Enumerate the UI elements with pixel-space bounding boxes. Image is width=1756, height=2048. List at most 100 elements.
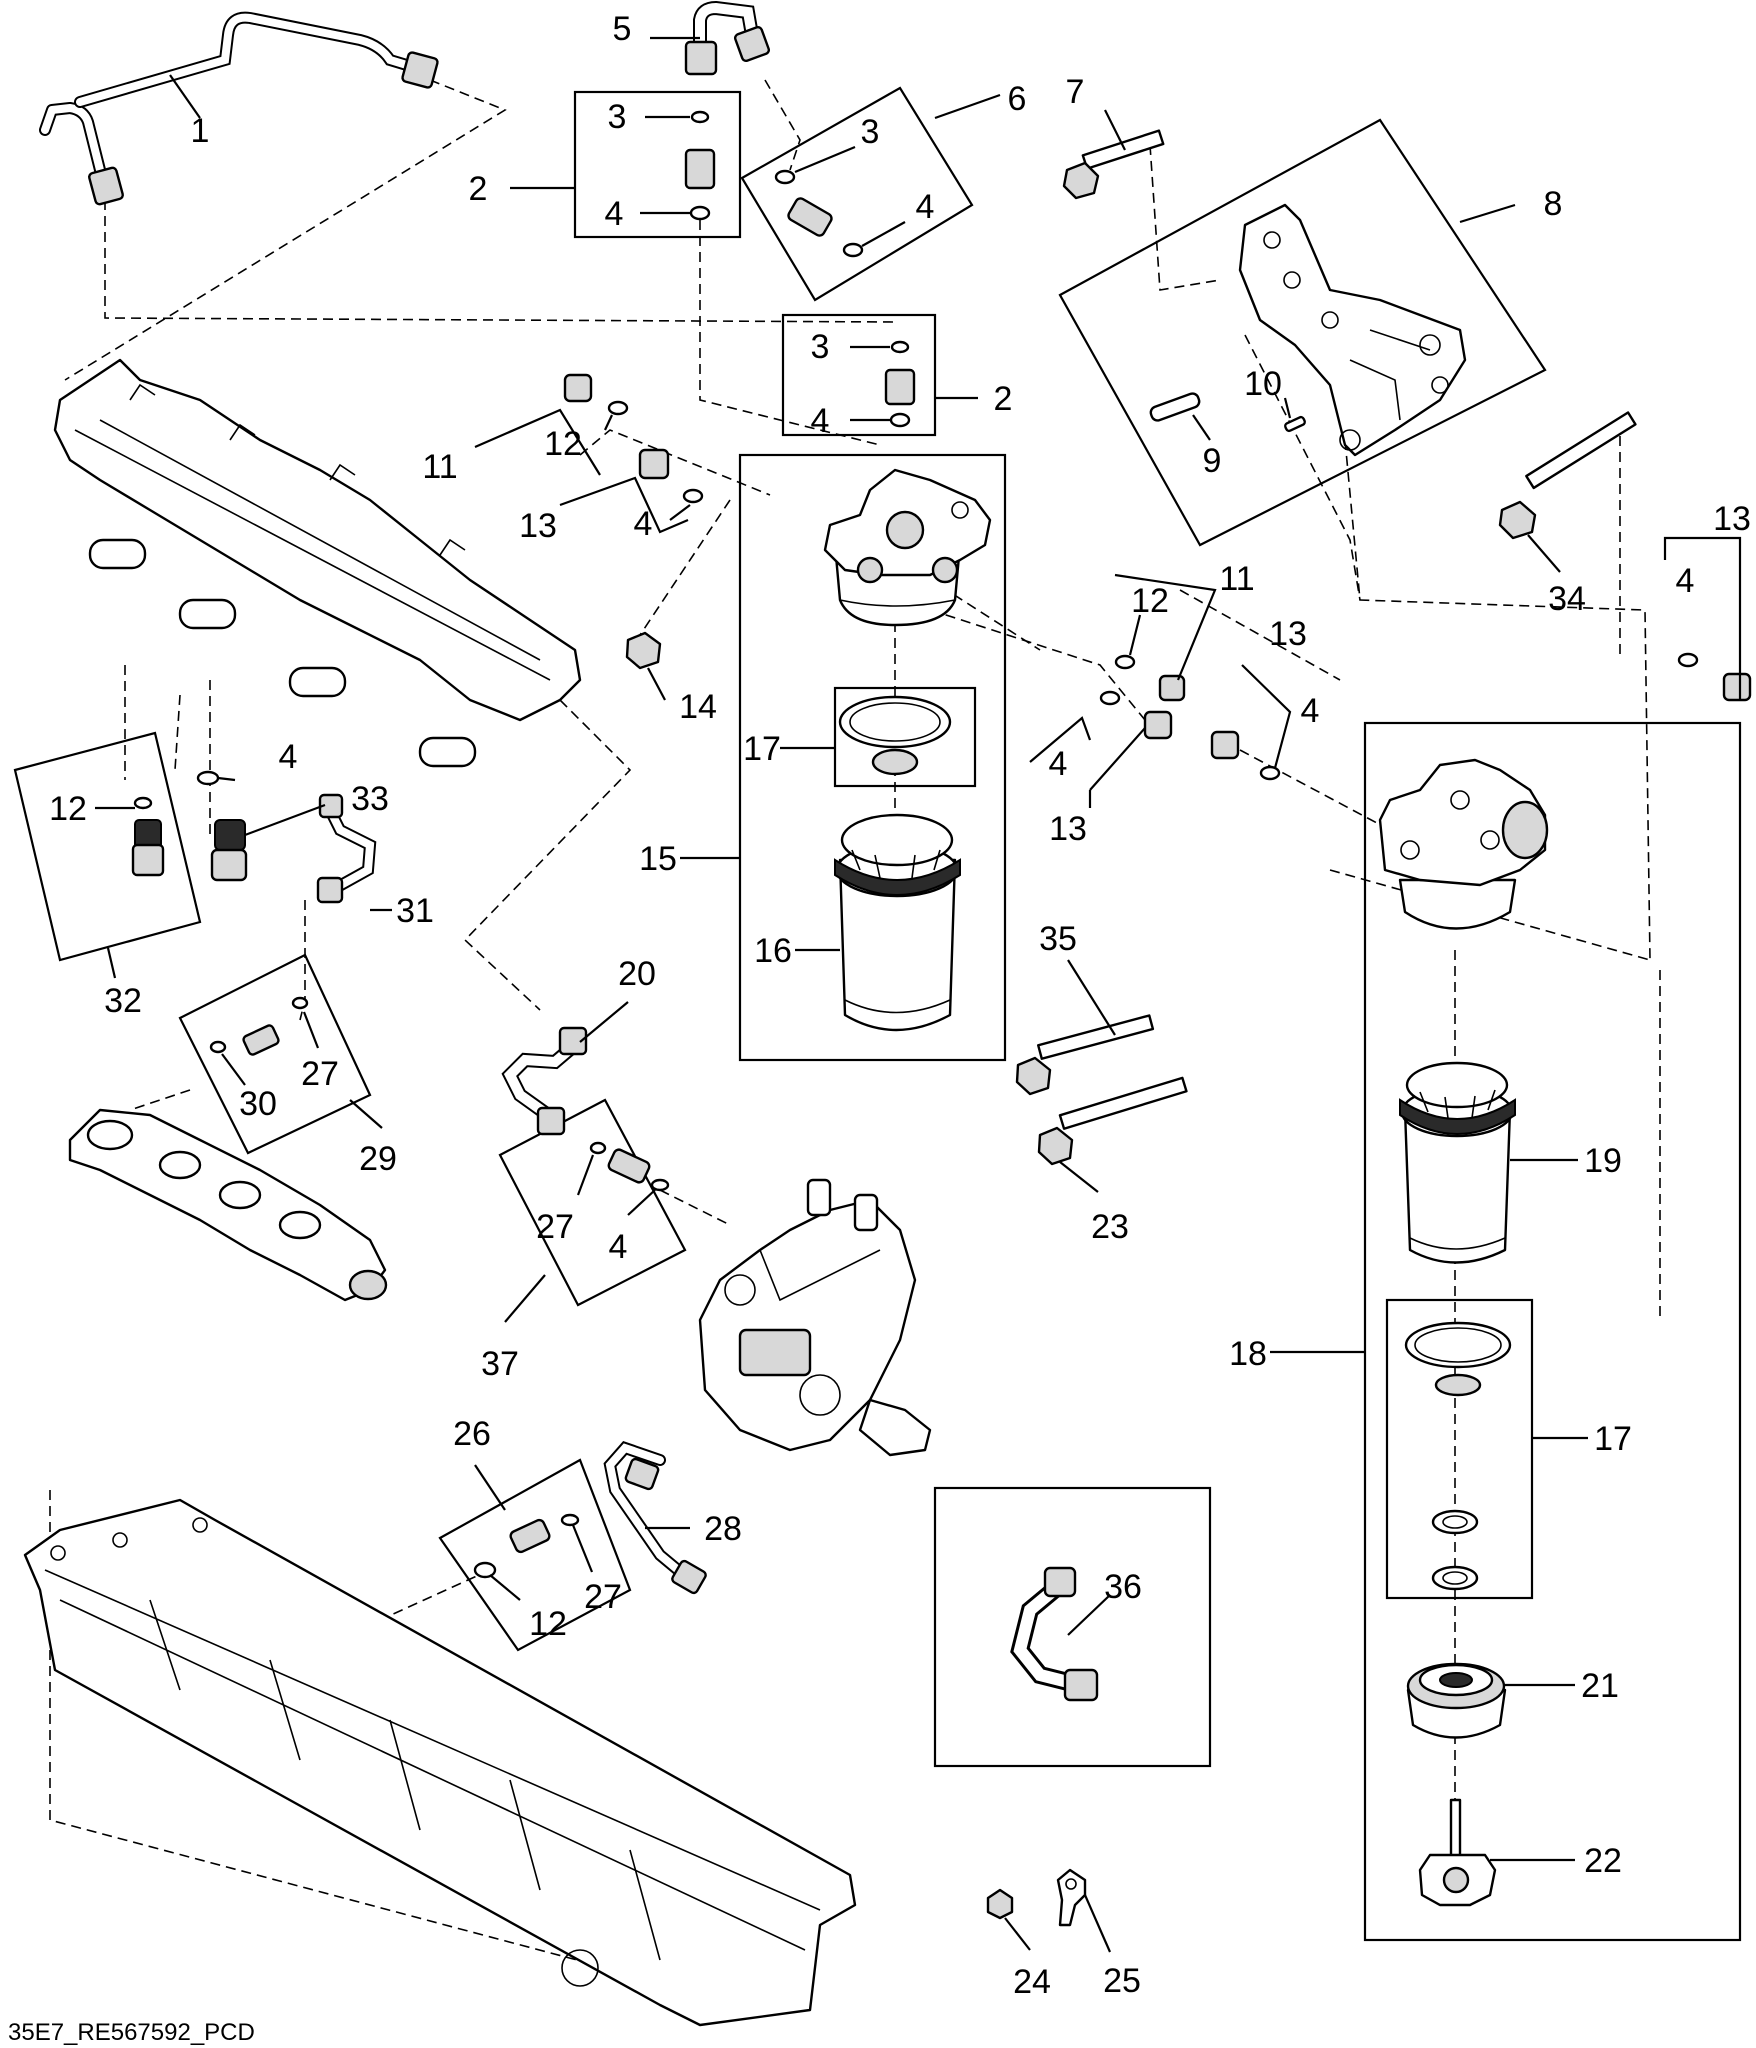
callout-35: 35 <box>1039 920 1077 958</box>
plug-13-center <box>1099 690 1173 740</box>
callout-2-mid: 2 <box>994 380 1013 418</box>
callout-12-c: 12 <box>49 790 87 828</box>
figure-code: 35E7_RE567592_PCD <box>8 2019 255 2046</box>
seal-fittings-box-2-mid <box>884 340 916 428</box>
fittings-26 <box>473 1513 580 1579</box>
filter-head-15 <box>823 468 992 627</box>
callout-27-a: 27 <box>301 1055 339 1093</box>
callout-4-f: 4 <box>1301 692 1320 730</box>
callout-12-b: 12 <box>1131 582 1169 620</box>
callout-16: 16 <box>754 932 792 970</box>
fuel-rail <box>68 1108 388 1302</box>
callout-12-a: 12 <box>544 425 582 463</box>
callout-12-d: 12 <box>529 1605 567 1643</box>
callout-13-far-right: 13 <box>1713 500 1751 538</box>
callout-28: 28 <box>704 1510 742 1548</box>
callout-31: 31 <box>396 892 434 930</box>
fuel-line-1 <box>39 11 439 206</box>
callout-17-left: 17 <box>743 730 781 768</box>
box-group-15 <box>738 453 1007 1062</box>
callout-24: 24 <box>1013 1963 1051 2001</box>
group-boxes <box>13 86 1742 1942</box>
callout-30: 30 <box>239 1085 277 1123</box>
plug-11-left <box>563 373 629 416</box>
pipe-28 <box>603 1441 707 1595</box>
callout-32: 32 <box>104 982 142 1020</box>
callout-7: 7 <box>1066 73 1085 111</box>
callout-4-a: 4 <box>605 195 624 233</box>
callout-27-c: 27 <box>584 1578 622 1616</box>
seal-fittings-box-6 <box>774 169 864 258</box>
callout-15: 15 <box>639 840 677 878</box>
callout-4-i: 4 <box>609 1228 628 1266</box>
callout-3-c: 3 <box>811 328 830 366</box>
pipe-fitting-5 <box>684 0 771 76</box>
callout-20: 20 <box>618 955 656 993</box>
fuel-injection-pump <box>698 1178 932 1457</box>
callout-22: 22 <box>1584 1842 1622 1880</box>
mounting-bracket-8 <box>1238 203 1467 457</box>
callout-6: 6 <box>1008 80 1027 118</box>
plug-13-far-right <box>1677 652 1752 702</box>
box-group-32 <box>13 731 202 962</box>
bolt-35 <box>1015 1014 1155 1096</box>
pressure-sensor-32 <box>131 796 165 877</box>
callout-11-left: 11 <box>422 448 457 486</box>
callout-21: 21 <box>1581 1667 1619 1705</box>
bolt-34 <box>1498 411 1637 540</box>
callout-17-right: 17 <box>1594 1420 1632 1458</box>
box-group-36 <box>933 1486 1212 1768</box>
seal-kit-17-right <box>1404 1321 1512 1591</box>
oil-pan <box>23 1498 857 2027</box>
box-group-2-top <box>573 90 742 239</box>
callout-labels: 1 2 2 3 3 3 4 4 4 4 4 4 4 4 4 4 5 6 7 8 … <box>49 10 1751 2001</box>
callout-4-b: 4 <box>916 188 935 226</box>
callout-3-b: 3 <box>861 113 880 151</box>
box-group-8 <box>1058 118 1547 547</box>
box-group-37 <box>498 1098 687 1307</box>
callout-8: 8 <box>1544 185 1563 223</box>
filter-head-18 <box>1378 758 1549 930</box>
callout-3-a: 3 <box>608 98 627 136</box>
pipe-36 <box>1010 1566 1099 1702</box>
callout-13-left: 13 <box>519 507 557 545</box>
nut-14 <box>625 631 662 670</box>
callout-4-d: 4 <box>634 505 653 543</box>
temperature-sensor-33 <box>196 770 248 882</box>
pipe-31 <box>316 793 377 904</box>
plug-13-left <box>638 448 704 504</box>
callout-4-c: 4 <box>811 402 830 440</box>
bolt-23 <box>1037 1076 1188 1166</box>
box-group-2-mid <box>781 313 937 437</box>
filter-element-16 <box>834 813 961 1032</box>
callout-5: 5 <box>613 10 632 48</box>
callout-23: 23 <box>1091 1208 1129 1246</box>
seal-kit-17-left <box>838 695 952 776</box>
callout-33: 33 <box>351 780 389 818</box>
dowel-pin-9 <box>1149 392 1201 422</box>
callout-27-b: 27 <box>536 1208 574 1246</box>
callout-34: 34 <box>1548 580 1586 618</box>
callout-18: 18 <box>1229 1335 1267 1373</box>
callout-19: 19 <box>1584 1142 1622 1180</box>
callout-10: 10 <box>1244 365 1282 403</box>
box-group-26 <box>438 1458 632 1652</box>
callout-13-mid-right: 13 <box>1269 615 1307 653</box>
box-group-17-left <box>833 686 977 788</box>
callout-4-e: 4 <box>1049 745 1068 783</box>
box-group-18 <box>1363 721 1742 1942</box>
pipe-20 <box>501 1026 588 1136</box>
callout-4-g: 4 <box>1676 562 1695 600</box>
pin-10 <box>1284 415 1306 433</box>
box-group-29 <box>178 953 372 1155</box>
callout-25: 25 <box>1103 1962 1141 2000</box>
callout-4-h: 4 <box>279 738 298 776</box>
fuel-manifold <box>53 358 582 768</box>
callout-2-top: 2 <box>469 170 488 208</box>
callout-9: 9 <box>1203 442 1222 480</box>
bolt-7 <box>1062 129 1165 200</box>
nut-24 <box>986 1888 1014 1920</box>
callout-1: 1 <box>191 112 210 150</box>
callout-13-center: 13 <box>1049 810 1087 848</box>
